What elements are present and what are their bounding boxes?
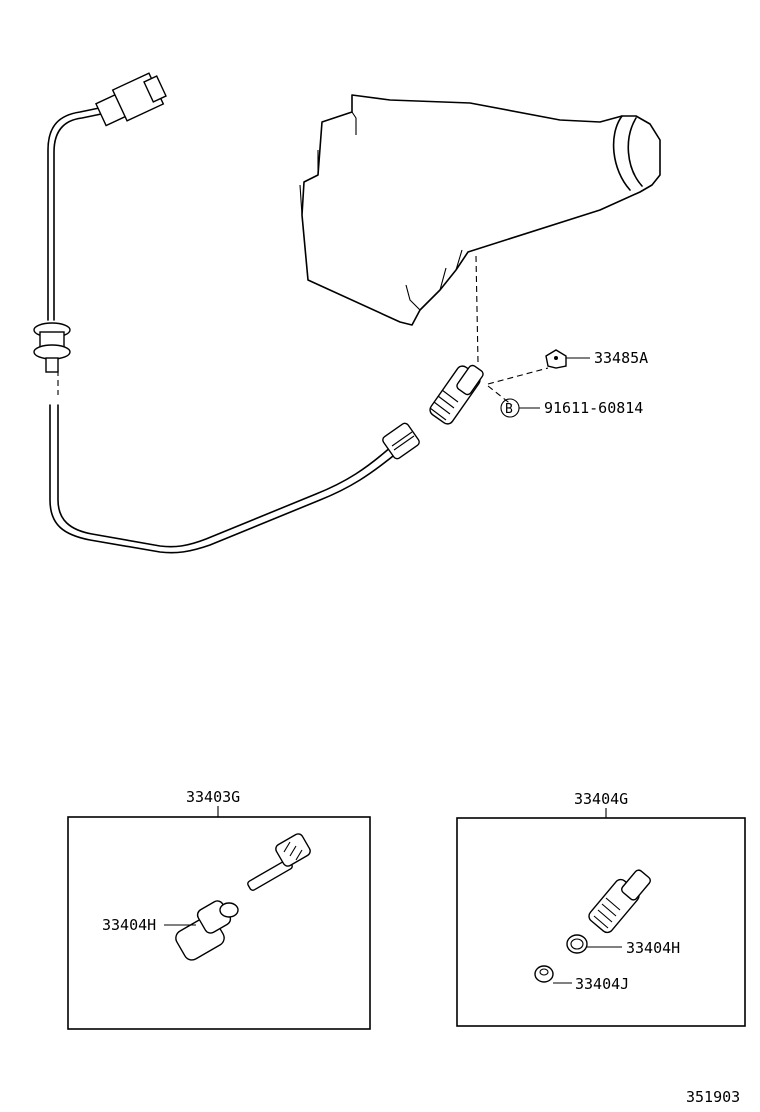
o-ring [566,934,622,954]
cable-grommet [33,322,71,373]
oil-seal [534,965,572,984]
part-number-33485A: 33485A [594,349,648,367]
speedometer-cable [33,72,420,554]
kit-number-33404G: 33404G [574,790,628,808]
marker-b: B [500,398,540,418]
driven-gear-shaft [247,833,311,891]
part-number-33404H-right: 33404H [626,939,680,957]
part-33485A-plug [545,349,590,369]
part-number-33404J: 33404J [575,975,629,993]
diagram-number: 351903 [686,1088,740,1106]
part-number-91611-60814: 91611-60814 [544,399,643,417]
cable-nut [382,422,420,460]
kit-number-33403G: 33403G [186,788,240,806]
part-number-33404H-left: 33404H [102,916,156,934]
driven-gear-sleeve [429,364,484,425]
kit-box-33404G [456,817,746,1027]
install-guide-lines [57,255,549,406]
marker-b-letter: B [505,402,513,417]
kit-box-33403G [67,816,371,1030]
transmission-housing [299,94,661,326]
right-sleeve [588,869,651,934]
left-sleeve [175,900,239,961]
cable-connector [95,72,167,127]
